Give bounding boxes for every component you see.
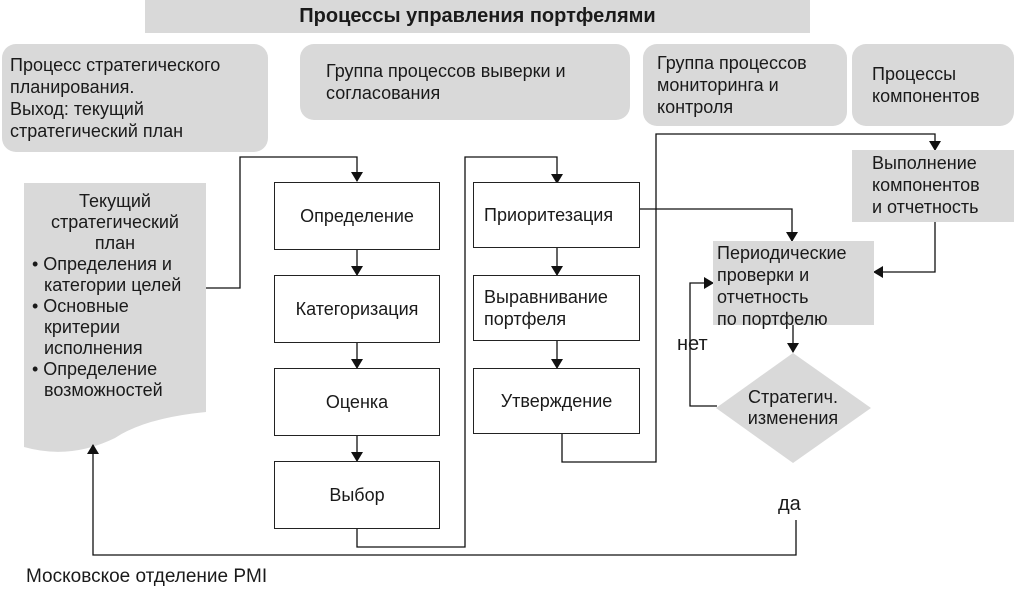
header-line: согласования — [326, 83, 441, 103]
header-line: стратегический план — [10, 121, 184, 141]
bullet-line: возможностей — [44, 380, 163, 400]
header-line: Процесс стратегического — [10, 55, 221, 75]
box-line: по портфелю — [717, 309, 828, 329]
connector-decision-yes-to-document — [87, 444, 797, 556]
box-line: Выполнение — [872, 153, 977, 173]
alignment-group-header: Группа процессов выверки и согласования — [300, 44, 630, 120]
evaluation-box: Оценка — [274, 368, 440, 436]
header-line: мониторинга и — [657, 75, 779, 95]
bullet-item: • Определения и категории целей — [32, 254, 206, 296]
box-line: компонентов — [872, 175, 980, 195]
header-line: планирования. — [10, 77, 135, 97]
diagram-title: Процессы управления портфелями — [145, 0, 810, 33]
monitoring-group-header: Группа процессов мониторинга и контроля — [643, 44, 847, 126]
document-bullet-list: • Определения и категории целей • Основн… — [24, 254, 206, 401]
header-line: контроля — [657, 97, 734, 117]
approval-box: Утверждение — [473, 368, 640, 434]
box-line: проверки и — [717, 265, 810, 285]
box-line: отчетность — [717, 287, 809, 307]
document-heading: Текущий стратегический план — [24, 191, 206, 254]
decision-diamond-shape — [716, 353, 871, 463]
bullet-line: категории целей — [44, 275, 182, 295]
bullet-line: • Определения и — [32, 254, 172, 274]
box-line: и отчетность — [872, 197, 979, 217]
box-line: Периодические — [717, 243, 847, 263]
periodic-review-box: Периодические проверки и отчетность по п… — [713, 241, 874, 329]
connector-approval-to-components — [561, 133, 941, 463]
document-heading-line: план — [94, 233, 136, 253]
connector-doc-to-definition — [206, 156, 363, 289]
definition-box: Определение — [274, 182, 440, 250]
box-line: портфеля — [484, 309, 567, 329]
header-line: Группа процессов выверки и — [326, 61, 566, 81]
bullet-line: исполнения — [44, 338, 143, 358]
header-line: Выход: текущий — [10, 99, 144, 119]
strategic-planning-header: Процесс стратегического планирования. Вы… — [2, 44, 268, 152]
bullet-line: • Основные — [32, 296, 129, 316]
strategic-plan-document-shape — [24, 183, 206, 452]
document-heading-line: Текущий — [79, 191, 151, 211]
components-execution-box: Выполнение компонентов и отчетность — [852, 150, 1014, 222]
decision-line: Стратегич. — [748, 387, 838, 407]
no-label: нет — [677, 333, 708, 355]
header-line: Процессы — [872, 64, 957, 84]
document-heading-line: стратегический — [51, 212, 179, 232]
box-line: Выравнивание — [484, 287, 608, 307]
bullet-line: • Определение — [32, 359, 158, 379]
header-line: компонентов — [872, 86, 980, 106]
portfolio-alignment-box: Выравнивание портфеля — [473, 275, 640, 341]
header-line: Группа процессов — [657, 53, 807, 73]
bullet-item: • Определение возможностей — [32, 359, 206, 401]
connector-selection-to-prioritization — [356, 156, 563, 548]
decision-line: изменения — [747, 408, 839, 428]
footer-credit: Московское отделение PMI — [26, 566, 268, 587]
bullet-line: критерии — [44, 317, 121, 337]
components-processes-header: Процессы компонентов — [852, 44, 1014, 126]
connector-decision-no-loop — [689, 277, 717, 407]
decision-label: Стратегич. изменения — [733, 387, 853, 429]
selection-box: Выбор — [274, 461, 440, 529]
yes-label: да — [778, 493, 801, 515]
prioritization-box: Приоритезация — [473, 182, 640, 248]
bullet-item: • Основные критерии исполнения — [32, 296, 206, 359]
categorization-box: Категоризация — [274, 275, 440, 343]
strategic-plan-document: Текущий стратегический план • Определени… — [24, 191, 206, 401]
connector-components-to-review — [873, 222, 936, 278]
connector-prioritization-to-review — [640, 208, 798, 242]
